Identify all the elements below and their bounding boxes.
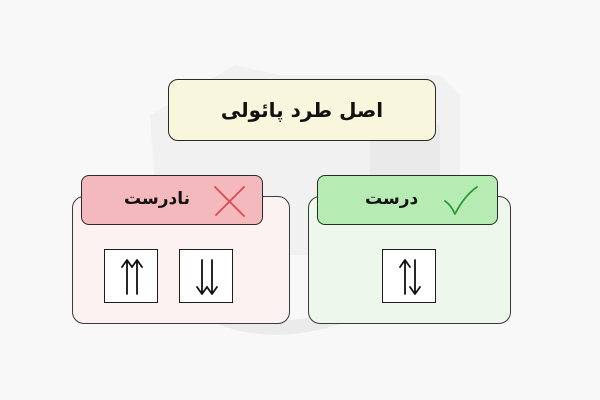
right-label: درست	[365, 189, 419, 209]
check-icon	[444, 186, 478, 215]
right-panel-header: درست	[317, 175, 498, 225]
up-down-arrows-icon	[399, 259, 421, 295]
page-title: اصل طرد پائولی	[168, 79, 436, 141]
up-up-arrows-icon	[121, 259, 143, 295]
both-spins-down-box	[179, 249, 233, 303]
opposite-spins-box	[382, 249, 436, 303]
wrong-panel-header: نادرست	[81, 175, 263, 225]
wrong-label: نادرست	[124, 189, 190, 209]
both-spins-up-box	[104, 249, 158, 303]
down-down-arrows-icon	[196, 259, 218, 295]
cross-icon	[214, 186, 245, 217]
